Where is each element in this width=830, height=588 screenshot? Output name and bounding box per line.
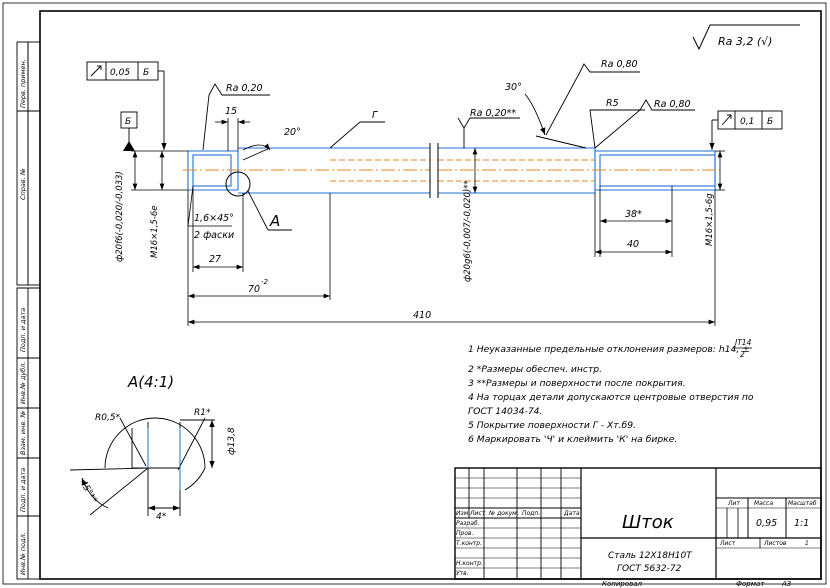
scale-value: 1:1: [794, 518, 809, 529]
note-1-den: 2: [740, 350, 745, 359]
dimension-lines: [131, 118, 725, 326]
dim-40: 40: [627, 239, 639, 250]
sheets-count: 1: [805, 540, 809, 547]
label-sheet: Лист: [719, 540, 736, 547]
dim-phi-left: ф20f6(-0,020/-0,033): [115, 171, 125, 262]
datum-b-letter: Б: [125, 117, 131, 127]
title-block-text: Изм Лист № докум. Подп. Дата Разраб. Про…: [456, 500, 817, 577]
dim-chamfer-count: 2 фаски: [194, 230, 234, 241]
side-stamp: [16, 41, 41, 580]
surface-g-marks: [330, 159, 595, 182]
ra-020: Ra 0,20: [226, 83, 263, 94]
tol-right-datum: Б: [767, 117, 773, 127]
detail-phi138: ф13,8: [227, 427, 237, 455]
datum-b: Б: [120, 111, 138, 151]
label-mass: Масса: [754, 500, 773, 507]
ra-080-top: Ra 0,80: [601, 59, 638, 70]
note-5: 5 Покрытие поверхности Г - Хт.б9.: [468, 420, 636, 431]
detail-angle-45: 45°**: [77, 479, 98, 506]
note-1: 1 Неуказанные предельные отклонения разм…: [468, 344, 750, 355]
note-4b: ГОСТ 14034-74.: [468, 406, 542, 417]
general-roughness-text: Ra 3,2 (√): [718, 35, 772, 48]
ra-080-right: Ra 0,80: [654, 99, 691, 110]
technical-notes: 1 Неуказанные предельные отклонения разм…: [468, 338, 754, 445]
radius-r5: R5: [606, 98, 619, 109]
row-norm-control: Н.контр.: [456, 560, 483, 567]
col-date: Дата: [563, 510, 580, 517]
material-line-2: ГОСТ 5632-72: [617, 564, 682, 574]
detail-r05: R0,5*: [95, 413, 121, 423]
row-tech-control: Т.контр.: [456, 540, 482, 547]
note-6: 6 Маркировать 'Ч' и клеймить 'К' на бирк…: [468, 434, 677, 445]
detail-blue-lines: [147, 428, 181, 490]
dim-70: 70: [248, 284, 260, 295]
tolerance-frame-right: 0,1 Б: [709, 110, 783, 150]
note-1-num: IT14: [735, 338, 752, 347]
row-approved: Утв.: [456, 570, 469, 577]
col-doc: № докум.: [488, 510, 519, 517]
label-sheets: Листов: [763, 540, 787, 547]
col-sign: Подп.: [522, 510, 540, 517]
dim-70-tol: -2: [261, 278, 269, 286]
stamp-ref-no: Справ. №: [19, 168, 27, 200]
stamp-orig-no: Инв.№ подл.: [19, 532, 27, 575]
dim-38: 38*: [625, 209, 642, 220]
roughness-callouts: [202, 63, 695, 151]
detail-r1: R1*: [194, 408, 211, 418]
title-block: [454, 467, 822, 580]
stamp-sign-date-2: Подп. и дата: [19, 468, 27, 512]
tol-left-value: 0,05: [110, 68, 130, 78]
col-list: Лист: [469, 510, 486, 517]
tolerance-frame-left: 0,05 Б: [86, 61, 167, 150]
dim-410: 410: [413, 310, 431, 321]
surface-g-label: Г: [372, 110, 378, 121]
stamp-dup-no: Инв.№ дубл.: [19, 362, 27, 404]
detail-title: А(4:1): [127, 373, 174, 391]
dim-15: 15: [225, 106, 237, 117]
note-4: 4 На торцах детали допускаются центровые…: [468, 392, 754, 403]
angle-30: 30°: [505, 82, 522, 93]
material-line-1: Сталь 12Х18Н10Т: [608, 551, 693, 561]
tol-right-value: 0,1: [740, 117, 754, 127]
general-roughness: Ra 3,2 (√): [692, 24, 800, 51]
detail-a-leader: [247, 190, 269, 231]
dim-m16-right: M16×1,5-6g: [705, 193, 715, 246]
detail-a-callout-circle: [225, 171, 251, 197]
format-label: Формат: [736, 580, 765, 588]
label-lit: Лит: [727, 500, 740, 507]
mass-value: 0,95: [756, 518, 777, 529]
detail-width-4: 4*: [156, 512, 167, 522]
stamp-first-use: Перв. примен.: [19, 59, 27, 108]
note-3: 3 **Размеры и поверхности после покрытия…: [468, 378, 686, 389]
stamp-replace-no: Взам. инв. №: [19, 411, 27, 455]
copied-label: Копировал: [602, 580, 643, 588]
break-lines: [429, 143, 439, 198]
dim-phi-mid: ф20g6(-0,007/-0,020)**: [463, 180, 473, 282]
ra-020-coated: Ra 0,20**: [470, 108, 516, 119]
note-2: 2 *Размеры обеспеч. инстр.: [468, 364, 602, 375]
stamp-sign-date-1: Подп. и дата: [19, 308, 27, 352]
label-scale: Масштаб: [788, 500, 817, 507]
row-developed: Разраб.: [456, 520, 480, 527]
dim-angle-20: 20°: [284, 127, 301, 138]
part-name: Шток: [622, 512, 674, 533]
dim-27: 27: [209, 254, 221, 265]
col-izm: Изм: [456, 510, 469, 517]
detail-a-label: А: [269, 212, 280, 230]
format-value: А3: [781, 580, 791, 588]
dim-chamfer: 1,6×45°: [194, 213, 234, 224]
row-checked: Пров.: [456, 530, 474, 537]
dim-m16-left: M16×1,5-6e: [150, 206, 160, 259]
tol-left-datum: Б: [143, 68, 149, 78]
